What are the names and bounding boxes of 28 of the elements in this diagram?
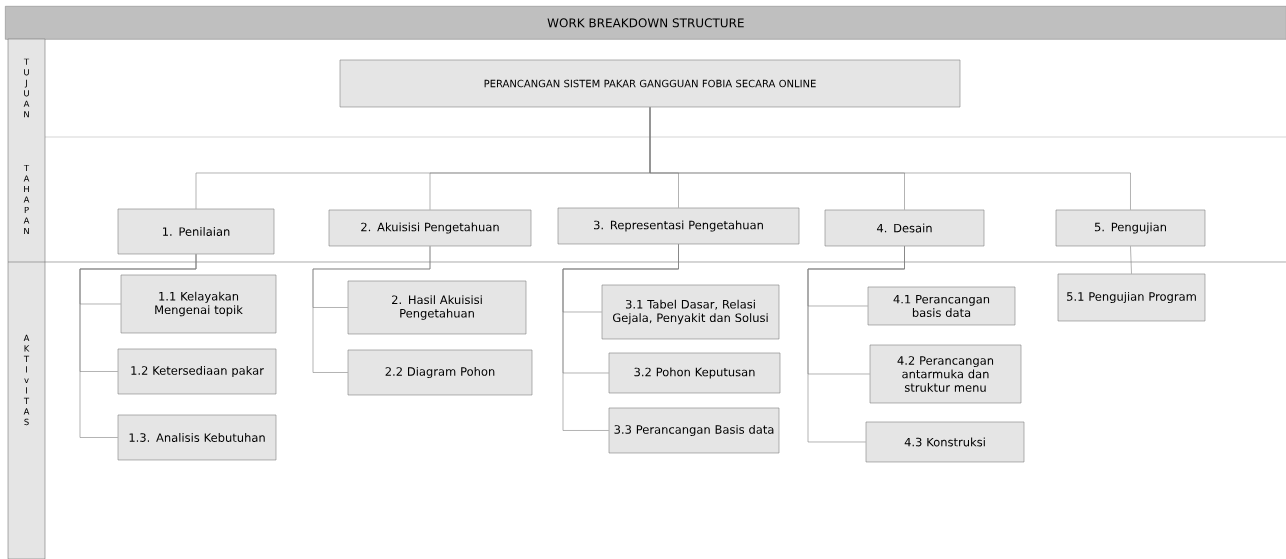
wbs-box: 1.2 Ketersediaan pakar (117, 348, 277, 395)
wbs-box: 2.2 Diagram Pohon (347, 349, 533, 396)
connector-line (1130, 246, 1132, 274)
wbs-box: 3.2 Pohon Keputusan (608, 352, 781, 394)
wbs-box: 3. Representasi Pengetahuan (557, 207, 800, 245)
wbs-box: 1.3. Analisis Kebutuhan (117, 414, 277, 461)
wbs-box: 1.1 Kelayakan Mengenai topik (120, 274, 277, 334)
title-band: WORK BREAKDOWN STRUCTURE (5, 6, 1286, 40)
wbs-box: 5.1 Pengujian Program (1057, 273, 1206, 322)
lane-label: AKTIvITAS (23, 334, 30, 426)
wbs-box: 4.1 Perancangan basis data (867, 286, 1016, 326)
wbs-box: 3.3 Perancangan Basis data (608, 407, 780, 454)
wbs-box: 3.1 Tabel Dasar, Relasi Gejala, Penyakit dan Solusi (601, 284, 780, 340)
wbs-box: PERANCANGAN SISTEM PAKAR GANGGUAN FOBIA SECARA ONLINE (339, 59, 961, 108)
wbs-box: 1. Penilaian (117, 208, 275, 255)
connector-line (807, 246, 905, 443)
connector-line (562, 244, 679, 431)
wbs-box: 2. Akuisisi Pengetahuan (328, 209, 532, 247)
lane-label: TAHAPAN (23, 164, 30, 235)
connector-line (649, 107, 1131, 210)
wbs-box: 4. Desain (824, 209, 985, 247)
wbs-box: 4.3 Konstruksi (865, 421, 1025, 463)
connector-line (79, 254, 197, 438)
lane-label: TUJUAN (23, 58, 30, 118)
wbs-box: 4.2 Perancangan antarmuka dan struktur menu (869, 344, 1022, 404)
wbs-box: 2. Hasil Akuisisi Pengetahuan (347, 280, 527, 335)
wbs-box: 5. Pengujian (1055, 209, 1206, 247)
connector-line (312, 246, 431, 373)
